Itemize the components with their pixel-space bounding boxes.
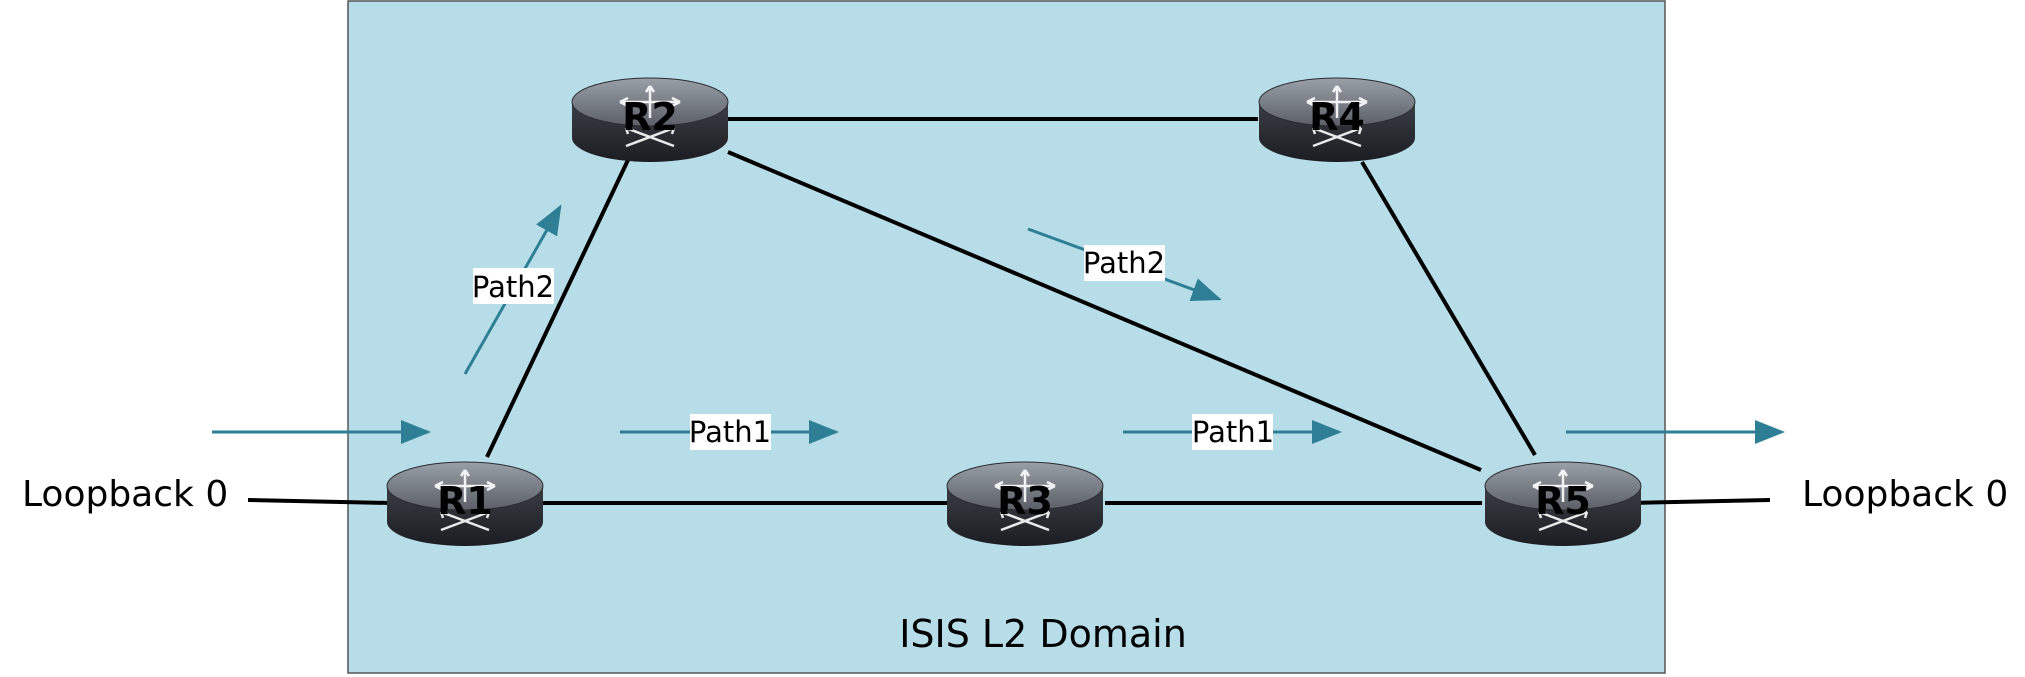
path1-label: Path1 [689,415,771,449]
path-label-bg [690,414,771,450]
link-r2-r5 [727,150,1482,472]
path2-label: Path2 [472,270,554,304]
path2-label: Path2 [1083,246,1165,280]
path-label-bg [1084,245,1165,281]
path1-label: Path1 [1192,415,1274,449]
path-label-bg [1192,414,1273,450]
router-r5[interactable]: R5 [1483,460,1643,548]
router-r4[interactable]: R4 [1257,76,1417,164]
loopback-stub-right [1629,498,1771,505]
domain-label: ISIS L2 Domain [899,612,1187,656]
isis-l2-domain-box [347,0,1666,674]
path-label-bg [473,268,554,304]
link-r4-r5 [1360,160,1537,457]
router-r1[interactable]: R1 [385,460,545,548]
router-label: R5 [1535,479,1591,523]
router-label: R2 [622,95,678,139]
router-label: R1 [437,479,493,523]
router-r3[interactable]: R3 [945,460,1105,548]
link-r1-r2 [485,159,630,458]
loopback-label-left: Loopback 0 [22,474,228,515]
router-label: R4 [1309,95,1365,139]
router-r2[interactable]: R2 [570,76,730,164]
loopback-label-right: Loopback 0 [1802,474,2008,515]
router-label: R3 [997,479,1053,523]
loopback-stub-left [247,498,391,505]
